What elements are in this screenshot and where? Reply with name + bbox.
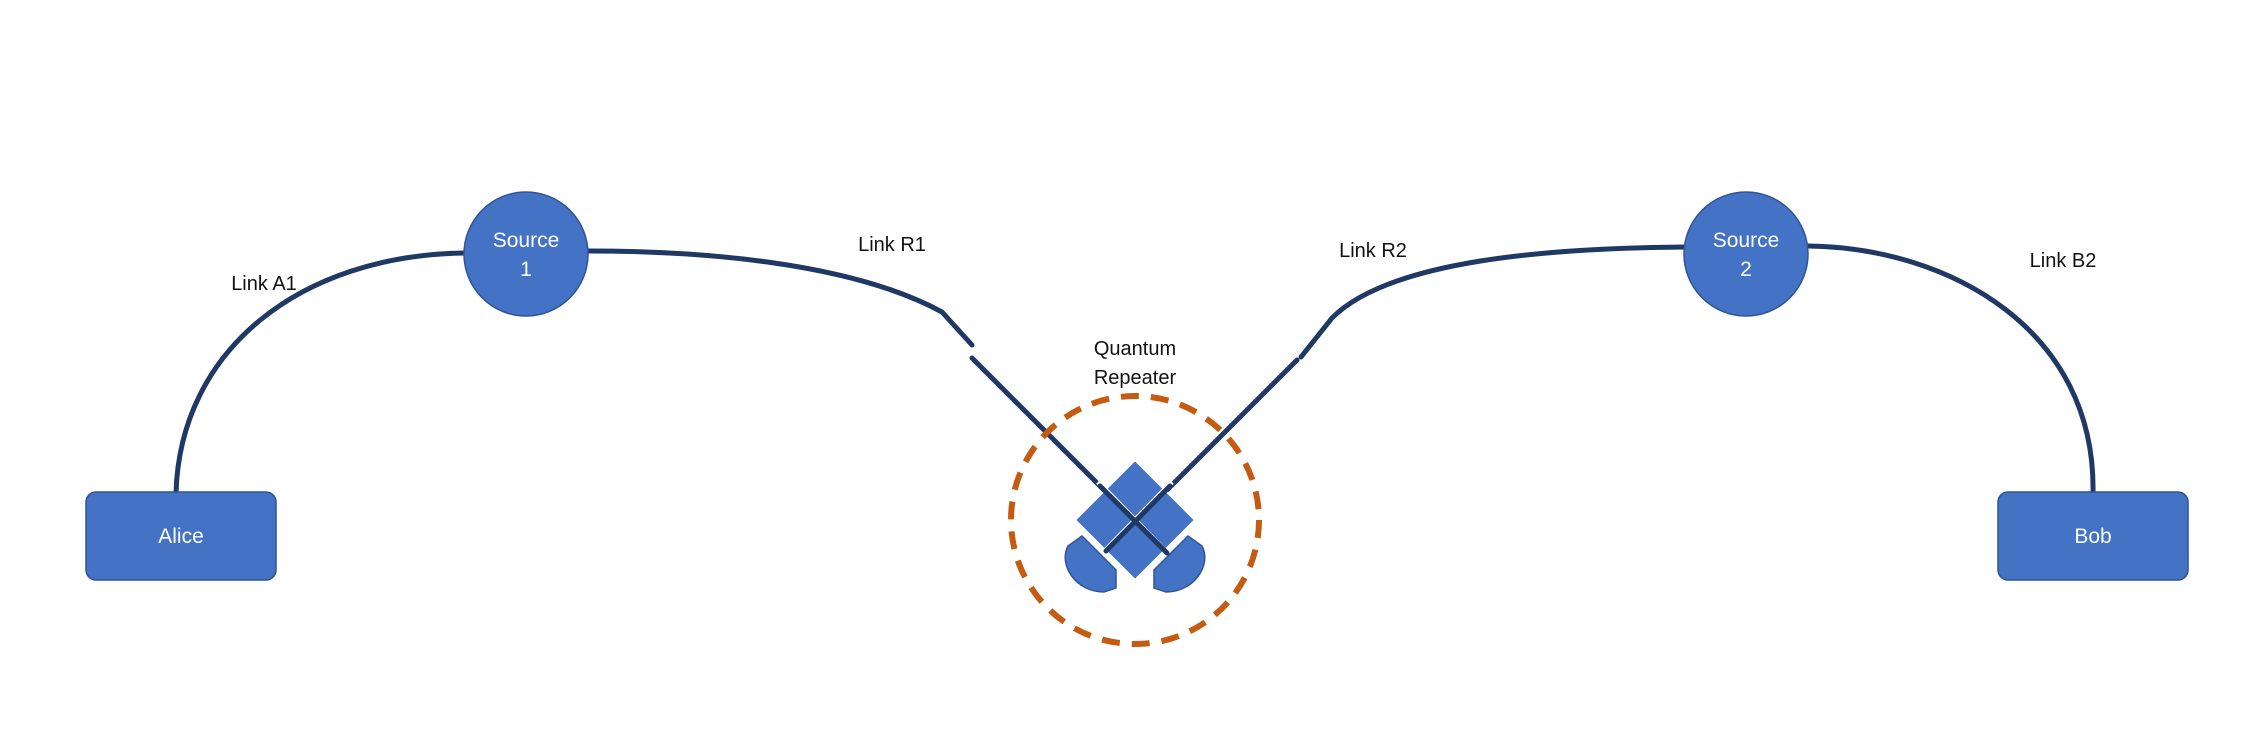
link-b2-label: Link B2 (2030, 250, 2097, 272)
alice-label: Alice (158, 525, 204, 548)
link-r1-label: Link R1 (858, 234, 926, 256)
repeater-label-line2: Repeater (1094, 367, 1177, 389)
source-2-label-line2: 2 (1740, 258, 1752, 281)
quantum-repeater[interactable]: Quantum Repeater (1008, 338, 1262, 647)
detector-left-icon (1064, 535, 1117, 593)
source-1-label-line2: 1 (520, 258, 532, 281)
detector-right-icon (1153, 535, 1206, 593)
link-r1-line (585, 248, 975, 348)
source-1-node[interactable]: Source 1 (463, 191, 589, 317)
link-a1-label: Link A1 (231, 273, 297, 295)
bob-node[interactable]: Bob (1997, 491, 2189, 581)
bob-label: Bob (2074, 525, 2111, 548)
link-b2-line (1806, 243, 2096, 496)
source-1-label-line1: Source (493, 229, 560, 252)
repeater-label-line1: Quantum (1094, 338, 1176, 360)
source-2-node[interactable]: Source 2 (1683, 191, 1809, 317)
source-2-label-line1: Source (1713, 229, 1780, 252)
link-a1-line (173, 250, 468, 496)
alice-node[interactable]: Alice (85, 491, 277, 581)
link-r2-line (1298, 244, 1689, 360)
link-r2-label: Link R2 (1339, 240, 1407, 262)
repeater-ring (1008, 393, 1262, 647)
